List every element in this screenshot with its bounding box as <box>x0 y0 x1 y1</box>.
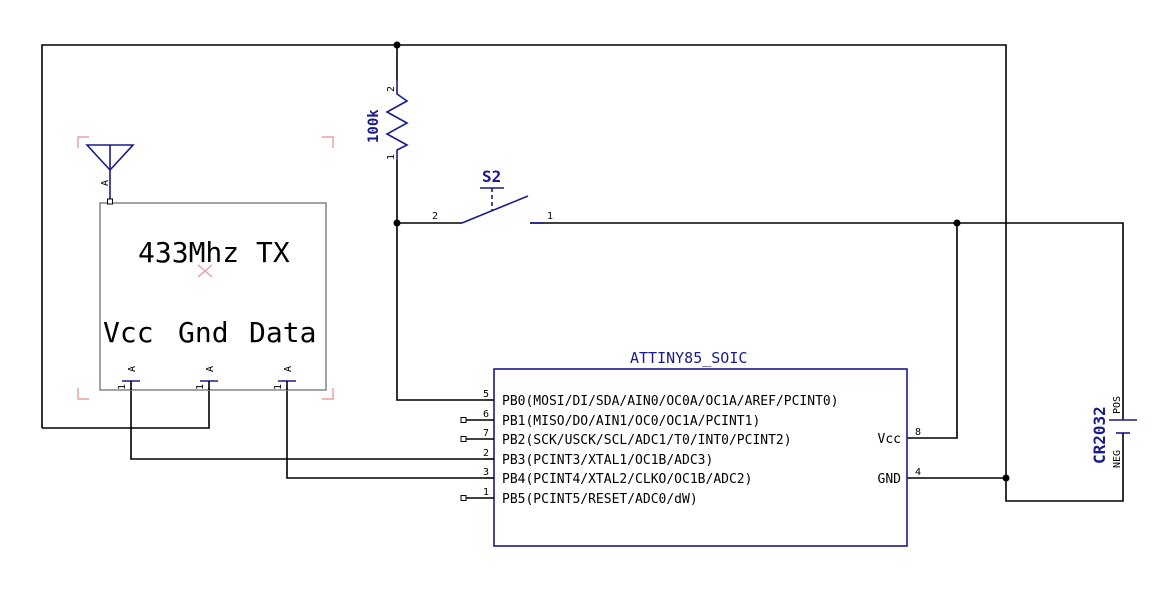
resistor-value: 100k <box>366 109 382 143</box>
unconnected-pin-marker <box>460 436 467 442</box>
battery-neg-label: NEG <box>1112 450 1123 468</box>
mcu-attiny85[interactable]: ATTINY85_SOIC 5 PB0(MOSI/DI/SDA/AIN0/OC0A… <box>460 349 922 547</box>
resistor-pin-top: 2 <box>386 86 397 92</box>
mcu-pin-label: PB5(PCINT5/RESET/ADC0/dW) <box>502 492 698 507</box>
mcu-pin-row: 6 PB1(MISO/DO/AIN1/OC0/OC1A/PCINT1) <box>460 409 760 429</box>
mcu-pin-row: 5 PB0(MOSI/DI/SDA/AIN0/OC0A/OC1A/AREF/PCI… <box>483 389 839 409</box>
mcu-pin-row: 8 Vcc <box>878 427 922 447</box>
switch-pin-right: 1 <box>547 211 553 222</box>
mcu-pin-row: 4 GND <box>878 467 922 487</box>
frame-corner <box>322 388 334 400</box>
switch[interactable]: S2 2 1 <box>432 167 553 224</box>
wire-resistor-pb0 <box>396 160 485 401</box>
rf-module-outline <box>99 202 327 391</box>
mcu-pin-label: Vcc <box>878 432 901 447</box>
switch-pin-left: 2 <box>432 211 438 222</box>
mcu-pin-number: 1 <box>483 487 489 498</box>
rf-module[interactable]: A 433Mhz TX Vcc Gnd Data A A A 1 1 1 <box>77 136 334 400</box>
junction-dot <box>1002 474 1010 482</box>
resistor-pin-bottom: 1 <box>386 154 397 160</box>
wire-module-vcc-pb3 <box>130 388 485 460</box>
mcu-pin-label: PB4(PCINT4/XTAL2/CLKO/OC1B/ADC2) <box>502 472 752 487</box>
wire-top-rail <box>41 44 1124 502</box>
rf-pin-label-vcc: Vcc <box>103 316 154 349</box>
unconnected-pin-marker <box>460 495 467 501</box>
battery-pos-label: POS <box>1112 396 1123 414</box>
mcu-body <box>493 368 908 547</box>
rf-pin-letter: A <box>283 366 294 372</box>
mcu-right-pins: 8 Vcc 4 GND <box>878 427 922 487</box>
mcu-pin-number: 3 <box>483 467 489 478</box>
mcu-pin-row: 7 PB2(SCK/USCK/SCL/ADC1/T0/INT0/PCINT2) <box>460 428 792 448</box>
rf-pin-label-data: Data <box>249 316 316 349</box>
mcu-pin-row: 1 PB5(PCINT5/RESET/ADC0/dW) <box>460 487 698 507</box>
resistor[interactable]: 100k 2 1 <box>366 80 409 160</box>
wire-module-data-pb4 <box>286 388 485 479</box>
mcu-pin-number: 8 <box>915 427 921 438</box>
mcu-pin-label: PB1(MISO/DO/AIN1/OC0/OC1A/PCINT1) <box>502 414 760 429</box>
mcu-pin-number: 6 <box>483 409 489 420</box>
wires <box>41 41 1124 502</box>
frame-corner <box>322 136 334 148</box>
mcu-pin-number: 5 <box>483 389 489 400</box>
mcu-pin-row: 3 PB4(PCINT4/XTAL2/CLKO/OC1B/ADC2) <box>483 467 752 487</box>
mcu-pin-label: PB2(SCK/USCK/SCL/ADC1/T0/INT0/PCINT2) <box>502 433 792 448</box>
rf-pin-number: 1 <box>195 384 206 390</box>
switch-lever-icon <box>461 195 529 224</box>
mcu-pin-label: PB0(MOSI/DI/SDA/AIN0/OC0A/OC1A/AREF/PCIN… <box>502 394 839 409</box>
antenna-pin-letter: A <box>100 180 111 186</box>
resistor-icon <box>385 80 409 160</box>
mcu-pin-number: 7 <box>483 428 489 439</box>
frame-corner <box>77 388 89 400</box>
rf-module-title: 433Mhz TX <box>138 236 290 269</box>
battery[interactable]: CR2032 POS NEG <box>1090 396 1137 468</box>
antenna-icon <box>85 144 135 205</box>
unconnected-pin-marker <box>460 417 467 423</box>
mcu-name: ATTINY85_SOIC <box>630 349 747 367</box>
junction-dot <box>953 219 961 227</box>
rf-pin-number: 1 <box>273 384 284 390</box>
origin-cross <box>197 264 213 278</box>
rf-pin-letter: A <box>127 366 138 372</box>
mcu-pin-label: PB3(PCINT3/XTAL1/OC1B/ADC3) <box>502 453 713 468</box>
rf-pin-letter: A <box>205 366 216 372</box>
frame-corner <box>77 136 89 148</box>
mcu-left-pins: 5 PB0(MOSI/DI/SDA/AIN0/OC0A/OC1A/AREF/PCI… <box>460 389 839 507</box>
rf-pin-label-gnd: Gnd <box>178 316 229 349</box>
junction-dot <box>393 219 401 227</box>
wire-mcu-vcc <box>907 223 958 439</box>
battery-name: CR2032 <box>1090 406 1109 464</box>
junction-dot <box>393 41 401 49</box>
switch-name: S2 <box>482 167 501 186</box>
rf-pin-number: 1 <box>117 384 128 390</box>
mcu-pin-number: 4 <box>915 467 921 478</box>
mcu-pin-label: GND <box>878 472 902 487</box>
mcu-pin-row: 2 PB3(PCINT3/XTAL1/OC1B/ADC3) <box>483 448 713 468</box>
wire-switch-vcc <box>530 222 1124 420</box>
mcu-pin-number: 2 <box>483 448 489 459</box>
wire-module-gnd <box>42 388 210 429</box>
